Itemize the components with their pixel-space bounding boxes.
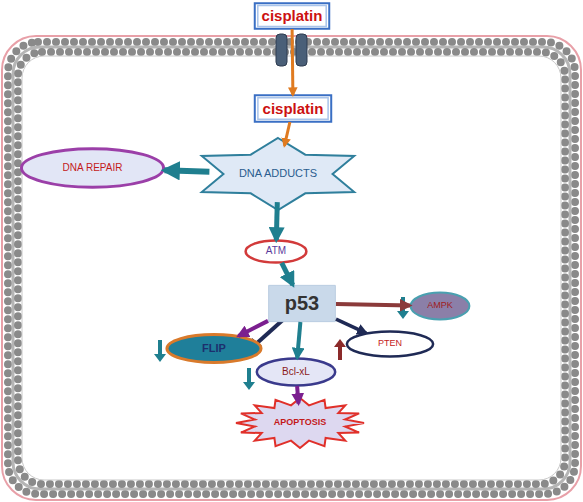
decrease-indicator xyxy=(243,382,255,390)
increase-indicator xyxy=(334,339,346,347)
protein-box: p53 xyxy=(268,285,336,322)
pathway-arrow xyxy=(282,263,293,285)
node-label: p53 xyxy=(285,293,319,314)
pathway-arrow xyxy=(291,29,295,95)
outcome-star: APOPTOSIS xyxy=(236,398,364,448)
drug-box: cisplatin xyxy=(254,95,332,122)
node-label: PTEN xyxy=(378,339,402,348)
pathway-arrow xyxy=(336,304,410,305)
node-label: FLIP xyxy=(202,343,226,355)
decrease-indicator xyxy=(158,340,162,356)
channel-protein xyxy=(296,34,307,66)
node-label: ATM xyxy=(266,246,286,257)
node-label: cisplatin xyxy=(263,101,324,117)
decrease-indicator xyxy=(247,368,251,384)
drug-box: cisplatin xyxy=(254,3,330,29)
protein-ellipse: ATM xyxy=(245,240,307,263)
protein-ellipse: AMPK xyxy=(410,292,470,320)
node-label: cisplatin xyxy=(262,8,323,24)
pathway-arrow xyxy=(238,321,268,336)
channel-protein xyxy=(276,34,287,66)
pathway-arrow xyxy=(165,170,210,172)
node-label: AMPK xyxy=(427,301,453,310)
membrane-inner-line xyxy=(22,56,561,480)
increase-indicator xyxy=(338,345,342,360)
membrane-tails xyxy=(13,47,570,489)
decrease-indicator xyxy=(154,354,166,362)
adduct-star: DNA ADDUCTS xyxy=(190,138,366,210)
node-label: Bcl-xL xyxy=(282,367,310,378)
node-label: DNA REPAIR xyxy=(63,163,123,174)
pathway-arrow xyxy=(336,319,366,333)
repair-ellipse: DNA REPAIR xyxy=(20,148,165,188)
node-label: DNA ADDUCTS xyxy=(239,168,317,180)
membrane-inner-heads xyxy=(18,52,565,484)
decrease-indicator xyxy=(397,311,409,319)
membrane-outer-heads xyxy=(8,42,575,494)
node-label: APOPTOSIS xyxy=(274,418,326,427)
cell-outer-edge xyxy=(2,36,581,500)
protein-ellipse: PTEN xyxy=(346,331,434,357)
pathway-arrow xyxy=(297,322,300,358)
decrease-indicator xyxy=(401,297,405,313)
protein-ellipse: FLIP xyxy=(166,334,262,363)
protein-ellipse: Bcl-xL xyxy=(256,358,336,386)
